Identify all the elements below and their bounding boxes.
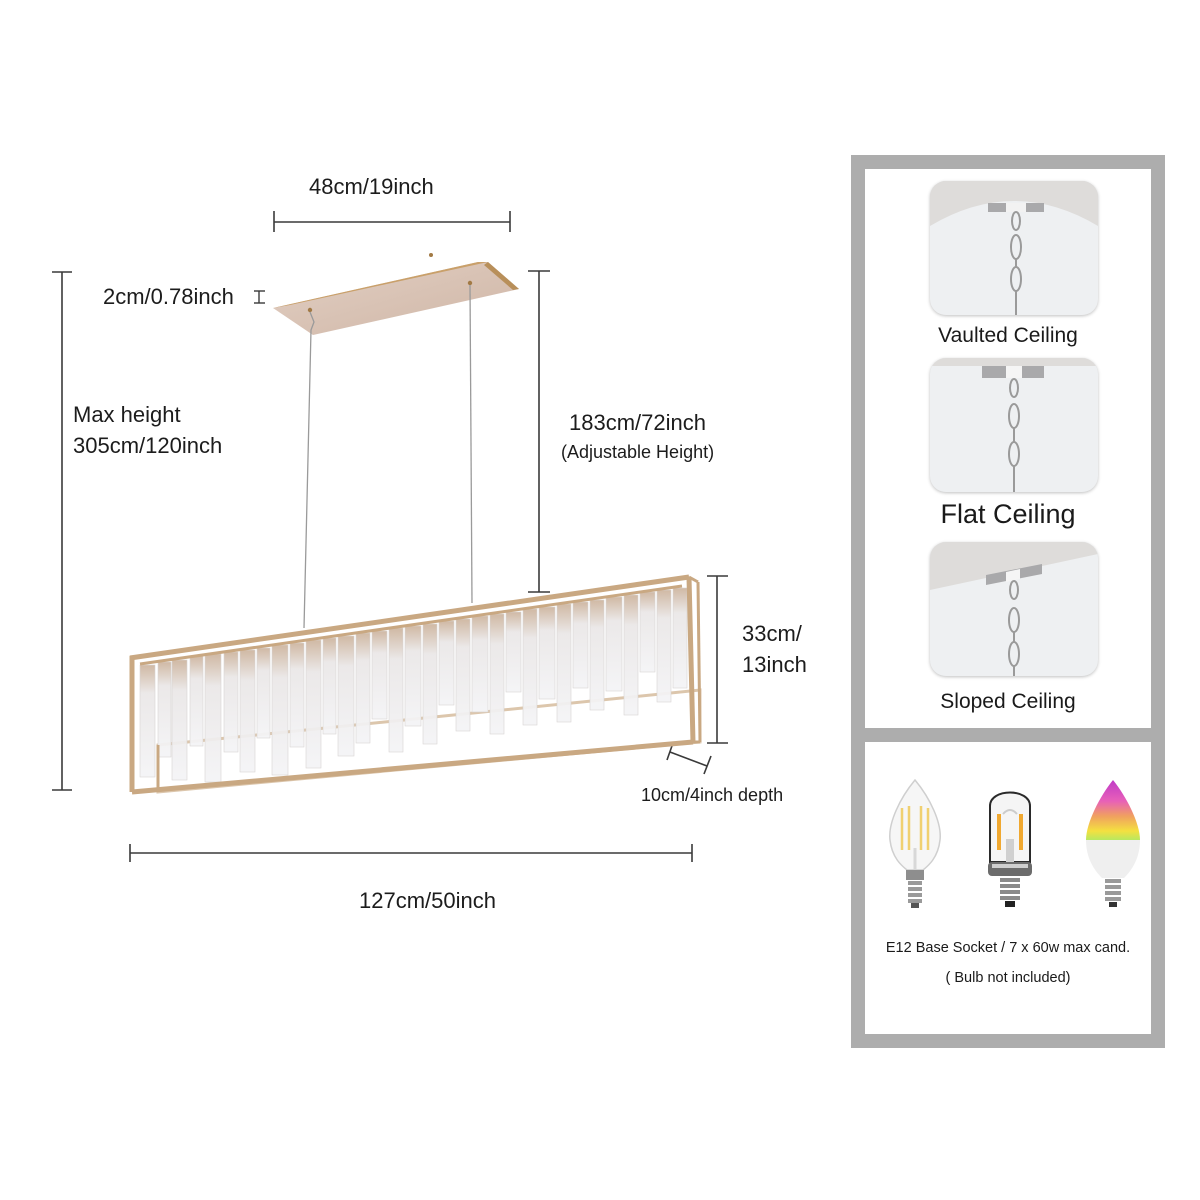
flat-ceiling-label: Flat Ceiling — [940, 499, 1076, 529]
ceiling-canopy — [273, 253, 519, 335]
adjustable-height-note: (Adjustable Height) — [561, 442, 715, 462]
length-dimension-line — [129, 844, 693, 862]
bulb-not-included-note: ( Bulb not included) — [945, 970, 1071, 986]
body-height-dimension-line — [707, 575, 728, 744]
adjustable-height-dimension-line — [528, 270, 550, 593]
vaulted-ceiling-label: Vaulted Ceiling — [938, 324, 1078, 347]
gold-frame — [129, 574, 696, 795]
flat-ceiling-chain-icon — [930, 358, 1098, 492]
max-height-value: 305cm/120inch — [73, 433, 223, 458]
depth-dimension-line — [666, 742, 712, 775]
candle-filament-bulb-icon — [889, 778, 941, 908]
max-height-dimension-line — [52, 271, 72, 791]
sloped-ceiling-label: Sloped Ceiling — [940, 690, 1076, 713]
canopy-thickness-marker — [254, 290, 265, 304]
length-label: 127cm/50inch — [359, 888, 496, 913]
body-height-line2: 13inch — [742, 652, 807, 677]
adjustable-height-value: 183cm/72inch — [569, 410, 706, 435]
rgb-smart-bulb-icon — [1086, 780, 1140, 907]
canopy-thickness-label: 2cm/0.78inch — [103, 284, 234, 309]
chandelier-body — [129, 574, 702, 795]
sloped-ceiling-chain-icon — [930, 542, 1098, 676]
canopy-width-dimension-line — [273, 211, 511, 232]
tubular-filament-bulb-icon — [988, 791, 1032, 907]
suspension-cables — [303, 284, 473, 629]
max-height-label: Max height — [73, 402, 181, 427]
depth-label: 10cm/4inch depth — [641, 785, 784, 805]
canopy-width-label: 48cm/19inch — [309, 174, 434, 199]
vaulted-ceiling-chain-icon — [930, 181, 1098, 315]
bulb-spec-text: E12 Base Socket / 7 x 60w max cand. — [885, 940, 1131, 956]
glass-crystal-strips — [139, 587, 688, 783]
body-height-line1: 33cm/ — [742, 621, 802, 646]
